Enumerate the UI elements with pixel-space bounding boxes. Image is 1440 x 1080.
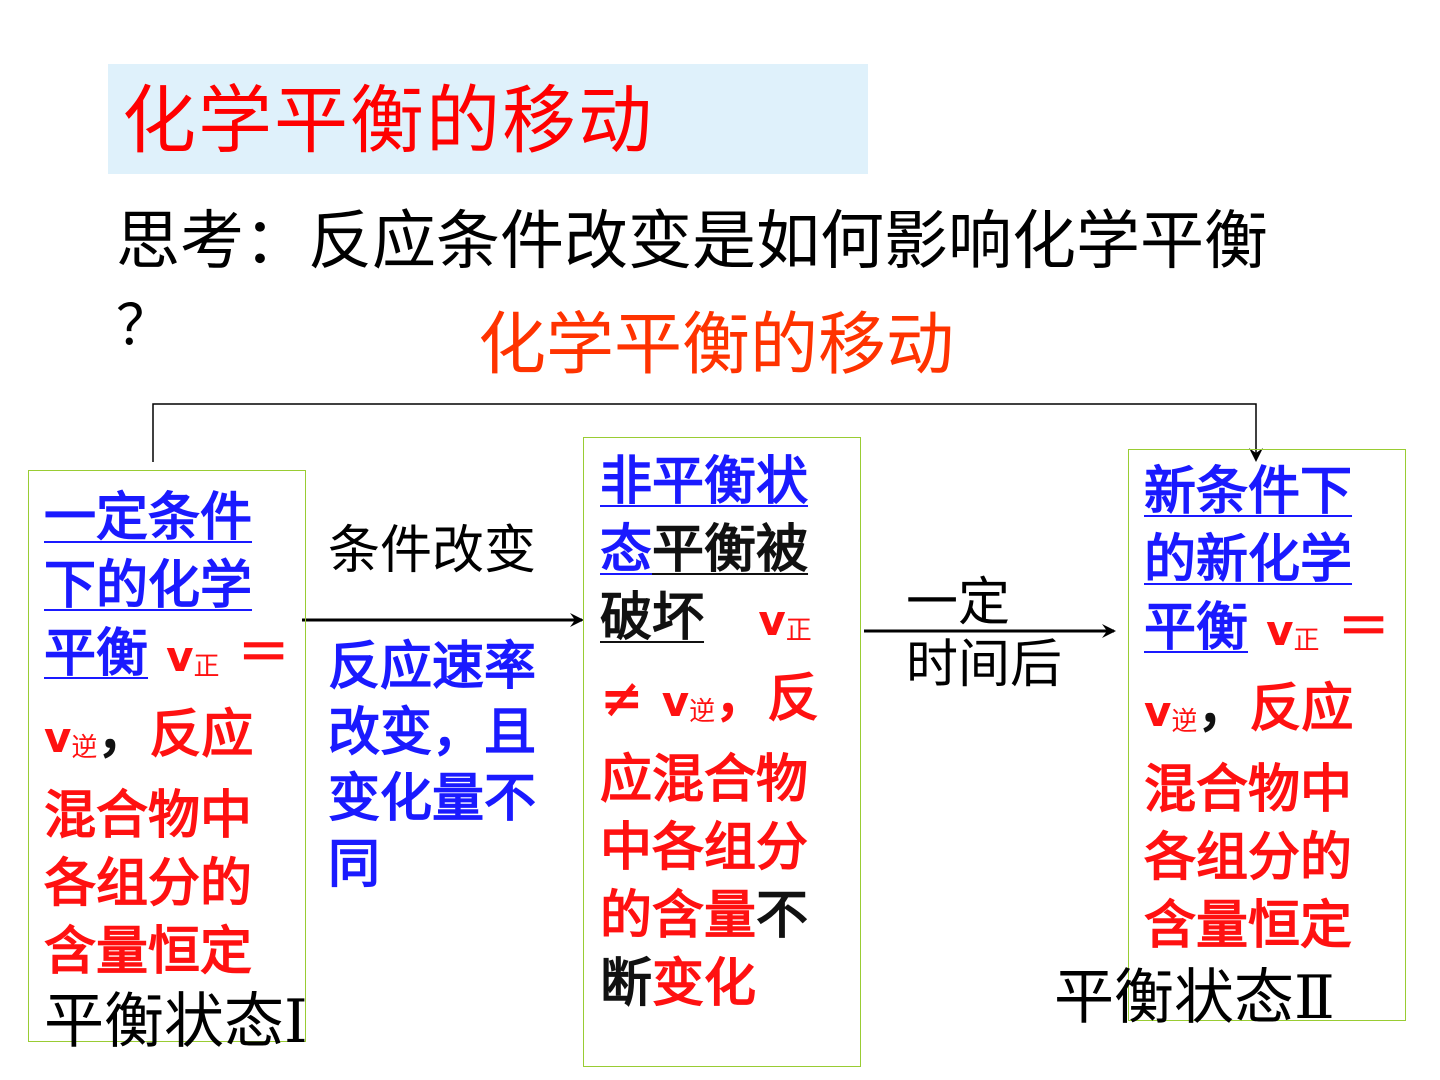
box-right-content: 新条件下的新化学平衡 v正 ＝ v逆，反应混合物中各组分的含量恒定 bbox=[1144, 458, 1392, 960]
after-time-label: 一定 时间后 bbox=[906, 572, 1062, 696]
page-title: 化学平衡的移动 bbox=[122, 78, 654, 164]
right-description: 反应混合物中各组分的含量恒定 bbox=[1144, 678, 1354, 956]
equilibrium-state-1-label: 平衡状态Ⅰ bbox=[44, 987, 308, 1057]
v-reverse-symbol: v bbox=[661, 677, 690, 726]
equilibrium-state-2-label: 平衡状态Ⅱ bbox=[1054, 963, 1335, 1033]
equilibrium-broken-label: 平衡被破坏 bbox=[600, 519, 809, 648]
forward-subscript: 正 bbox=[193, 652, 220, 682]
reverse-subscript: 逆 bbox=[1171, 707, 1198, 737]
equals-sign: ＝ bbox=[237, 623, 290, 684]
title-banner bbox=[108, 64, 868, 174]
constantly-label: 不断 bbox=[600, 885, 809, 1014]
after-time-line1: 一定 bbox=[906, 573, 1011, 633]
v-forward-symbol: v bbox=[1266, 606, 1294, 655]
mid-description: ，反应混合物中各组分的含量 bbox=[600, 668, 820, 946]
box-left-content: 一定条件下的化学平衡 v正 ＝ v逆，反应混合物中各组分的含量恒定 bbox=[44, 484, 292, 986]
non-equilibrium-state-box bbox=[583, 437, 861, 1067]
equilibrium-state-1-box bbox=[28, 470, 306, 1042]
equilibrium-state-2-box bbox=[1128, 449, 1406, 1021]
box-mid-content: 非平衡状态平衡被破坏 v正≠ v逆，反应混合物中各组分的含量不断变化 bbox=[600, 448, 850, 1018]
right-condition-label: 新条件下的新化学平衡 bbox=[1144, 461, 1353, 658]
left-description: 反应混合物中各组分的含量恒定 bbox=[44, 704, 254, 982]
v-forward-symbol: v bbox=[166, 632, 194, 681]
question-mark: ？ bbox=[116, 294, 172, 359]
not-equal-sign: ≠ bbox=[600, 668, 644, 729]
comma: ， bbox=[97, 704, 150, 765]
equals-sign: ＝ bbox=[1337, 597, 1390, 658]
top-bracket-line bbox=[152, 403, 1263, 462]
non-equilibrium-label: 非平衡状态 bbox=[600, 451, 809, 580]
reverse-subscript: 逆 bbox=[71, 733, 98, 763]
comma: ， bbox=[1197, 678, 1250, 739]
after-time-line2: 时间后 bbox=[906, 635, 1063, 695]
v-forward-symbol: v bbox=[758, 596, 786, 645]
reverse-subscript: 逆 bbox=[689, 697, 716, 727]
forward-subscript: 正 bbox=[785, 616, 812, 646]
diagram-subtitle: 化学平衡的移动 bbox=[478, 306, 955, 385]
v-reverse-symbol: v bbox=[44, 713, 72, 762]
change-label: 变化 bbox=[652, 953, 757, 1014]
rate-change-label: 反应速率改变，且变化量不同 bbox=[328, 636, 537, 895]
question-text: 思考：反应条件改变是如何影响化学平衡 bbox=[116, 205, 1268, 279]
forward-subscript: 正 bbox=[1293, 626, 1320, 656]
left-condition-label: 一定条件下的化学平衡 bbox=[44, 487, 253, 684]
v-reverse-symbol: v bbox=[1144, 687, 1172, 736]
condition-change-label: 条件改变 bbox=[328, 521, 537, 581]
